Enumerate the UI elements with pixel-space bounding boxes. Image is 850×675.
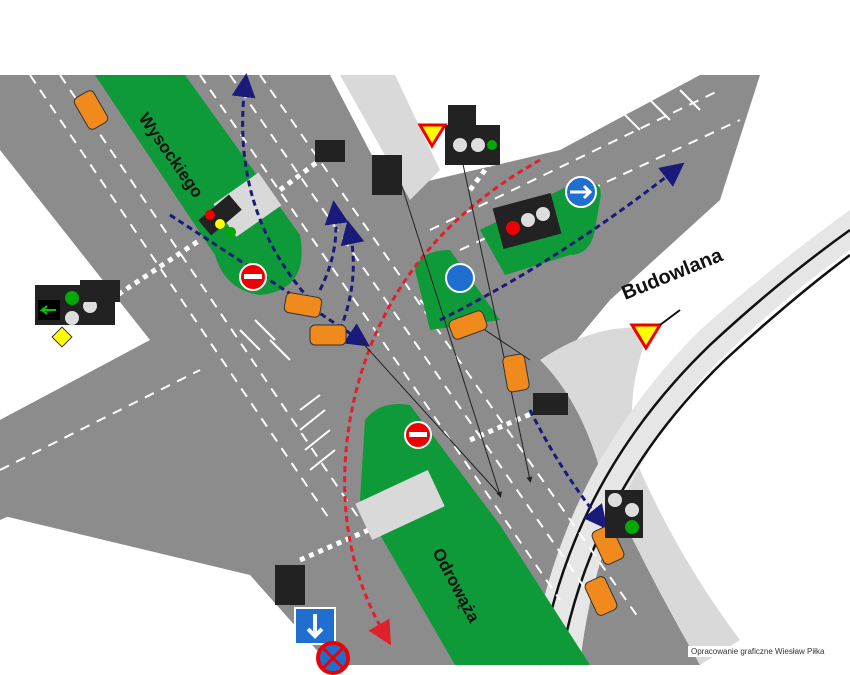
traffic-lights [35, 105, 643, 605]
traffic-light-east [492, 192, 562, 250]
tram-track [558, 254, 850, 666]
tram-track [538, 228, 850, 666]
island-crossing [213, 172, 282, 237]
sight-lines [359, 149, 533, 498]
pedestrian-signal [315, 140, 345, 162]
yield-sign [417, 123, 448, 149]
lane-markings [0, 74, 741, 621]
north-island [95, 75, 302, 295]
credit-text: Opracowanie graficzne Wiesław Piłka [688, 646, 828, 657]
pedestrian-signal [275, 565, 305, 605]
vehicles [73, 90, 625, 616]
car [448, 310, 488, 340]
south-island [360, 404, 590, 665]
car [502, 353, 530, 393]
car [584, 576, 618, 616]
priority-sign [51, 326, 73, 348]
car [591, 525, 625, 565]
traffic-light-northeast [445, 105, 500, 165]
traffic-light-southeast [605, 490, 643, 538]
traffic-light-north [198, 194, 242, 237]
car [309, 324, 347, 346]
pedestrian-signal [533, 393, 568, 415]
keep-right-sign [445, 263, 475, 293]
cyclist-signal [372, 155, 402, 195]
car [283, 292, 323, 318]
island-crossing [355, 469, 445, 541]
road-signs [239, 123, 681, 675]
yield-sign [629, 323, 663, 351]
car [73, 90, 109, 130]
pedestrian-signal [80, 280, 120, 302]
crosswalks [108, 148, 541, 563]
